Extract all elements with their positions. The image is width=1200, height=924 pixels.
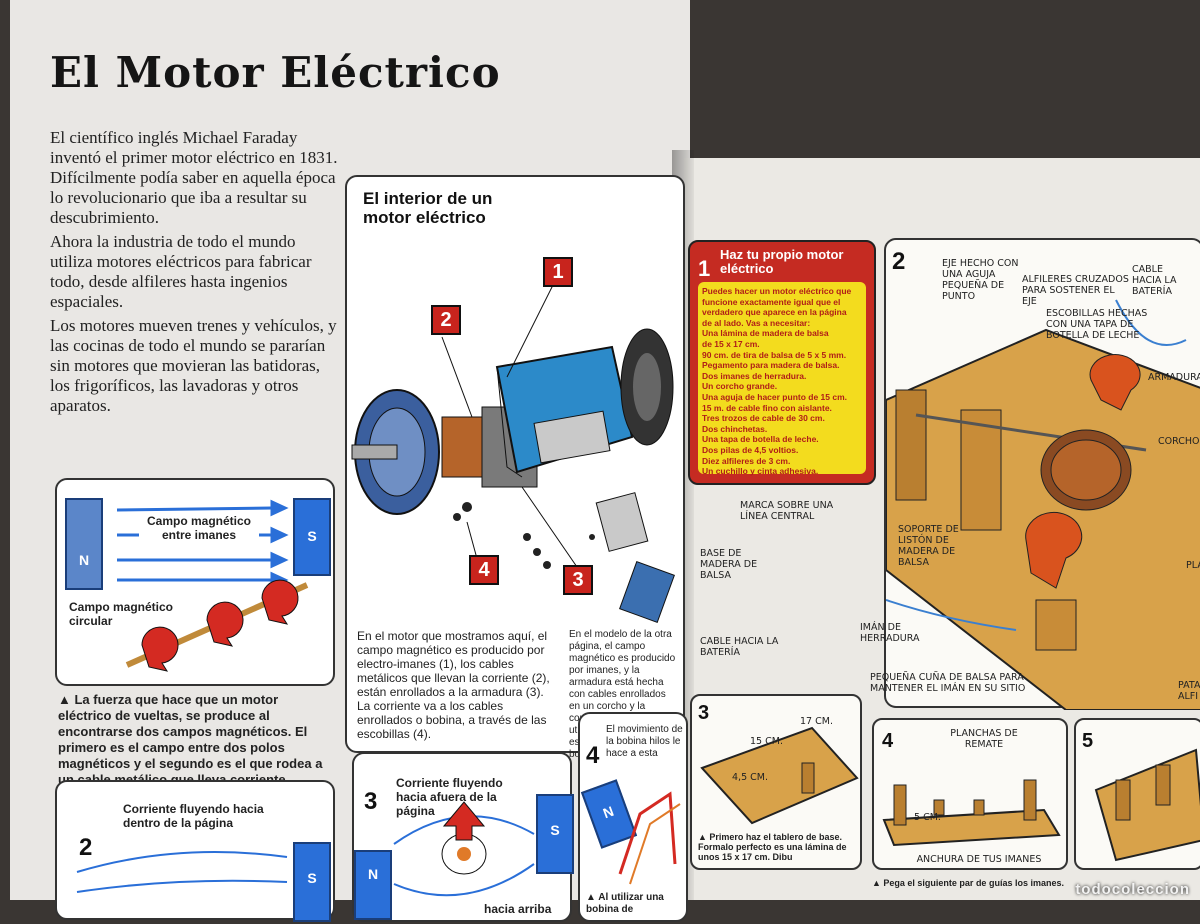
label-pata: Pata alfi	[1178, 680, 1200, 702]
dimension-5: 5 cm.	[914, 812, 941, 823]
step-number: 4	[882, 730, 894, 752]
materials-line: funcione exactamente igual que el	[702, 296, 841, 307]
step-number: 2	[79, 834, 93, 861]
dimension-17: 17 cm.	[800, 716, 833, 727]
callout-2: 2	[431, 305, 461, 335]
intro-paragraph: El científico inglés Michael Faraday inv…	[50, 128, 338, 227]
label-current-out: Corriente fluyendo hacia afuera de la pá…	[396, 776, 503, 818]
panel-coil-movement: 4 El movimiento de la bobina hilos le ha…	[578, 712, 688, 922]
step-3-caption: ▲ Primero haz el tablero de base. Formal…	[698, 832, 847, 862]
magnet-s: S	[293, 842, 331, 922]
step-number: 2	[892, 248, 906, 275]
label-upward: hacia arriba	[484, 902, 552, 916]
magnet-s: S	[536, 794, 574, 874]
intro-text: El científico inglés Michael Faraday inv…	[50, 128, 340, 420]
materials-line: Una lámina de madera de balsa	[702, 328, 829, 339]
materials-line: Dos pilas de 4,5 voltios.	[702, 444, 799, 455]
materials-line: Pegamento para madera de balsa.	[702, 360, 840, 371]
label-circular-field: Campo magnético circular	[69, 600, 174, 628]
materials-title: Haz tu propio motor eléctrico	[720, 247, 844, 276]
materials-line: Puedes hacer un motor eléctrico que	[702, 286, 852, 296]
materials-line: Una tapa de botella de leche.	[702, 434, 819, 445]
label-wedge: Pequeña cuña de balsa para mantener el i…	[870, 672, 1026, 694]
label-crossed-pins: Alfileres cruzados para sostener el eje	[1022, 274, 1129, 307]
step-number: 5	[1082, 730, 1094, 752]
step-number: 3	[698, 702, 710, 724]
panel-current-into-page: 2 Corriente fluyendo hacia dentro de la …	[55, 780, 335, 922]
label-coil-movement: El movimiento de la bobina hilos le hace…	[606, 724, 683, 759]
label-magnet-width: Anchura de tus imanes	[916, 854, 1042, 865]
field-arrows	[116, 499, 309, 672]
step-5-panel: 5	[1074, 718, 1200, 870]
watermark: todocoleccion	[1075, 881, 1190, 898]
label-base: Base de madera de balsa	[700, 548, 758, 581]
step-3-panel: 3 17 cm. 15 cm. 4,5 cm. ▲ Primero haz el…	[690, 694, 862, 870]
coil-caption: ▲ Al utilizar una bobina de	[586, 892, 664, 915]
motor-model-illustration	[886, 299, 1200, 710]
dimension-4-5: 4,5 cm.	[732, 772, 768, 783]
strips-illustration	[882, 779, 1061, 847]
materials-line: Diez alfileres de 3 cm.	[702, 455, 791, 466]
callout-3: 3	[563, 565, 593, 595]
materials-line: Dos imanes de herradura.	[702, 370, 807, 381]
callout-1: 1	[543, 257, 573, 287]
label-plancha: Pla	[1186, 560, 1200, 571]
step-number: 1	[698, 256, 711, 281]
materials-line: de al lado. Vas a necesitar:	[702, 317, 811, 328]
step-5-illustration	[1094, 748, 1200, 862]
diagram-title: El interior de un motor eléctrico	[363, 189, 493, 227]
step-number: 4	[586, 742, 600, 769]
label-magnet: Imán de herradura	[860, 622, 920, 644]
panel-magnetic-field: 1 N S Campo magnético entre imanes Campo…	[55, 478, 335, 686]
page-title: El Motor Eléctrico	[50, 48, 501, 97]
materials-line: Tres trozos de cable de 30 cm.	[702, 413, 825, 424]
label-end-strips: Planchas de remate	[950, 728, 1018, 750]
step-4-panel: 4 Planchas de remate 5 cm. Anchura de tu…	[872, 718, 1068, 870]
materials-box: 1 Haz tu propio motor eléctrico Puedes h…	[688, 240, 876, 485]
magnet-s: S	[293, 498, 331, 576]
label-battery-cable-2: Cable hacia la batería	[700, 636, 779, 658]
label-center-mark: Marca sobre una línea central	[740, 500, 834, 522]
field-lines	[76, 851, 288, 893]
label-field-between-magnets: Campo magnético entre imanes	[139, 514, 259, 542]
label-axle: Eje hecho con una aguja pequeña de punto	[942, 258, 1019, 302]
label-battery-cable: Cable hacia la batería	[1132, 264, 1177, 297]
dimension-15: 15 cm.	[750, 736, 783, 747]
motor-diagram-panel: El interior de un motor eléctrico 1 2 3 …	[345, 175, 685, 760]
step-4-caption: ▲ Pega el siguiente par de guías los ima…	[872, 878, 1064, 888]
diagram-text-main: En el motor que mostramos aquí, el campo…	[357, 629, 550, 741]
coil-illustration	[618, 791, 681, 885]
label-support: Soporte de listón de madera de balsa	[898, 524, 959, 568]
materials-line: de 15 x 17 cm.	[702, 338, 760, 349]
materials-line: Dos chinchetas.	[702, 423, 768, 434]
base-board-illustration	[700, 726, 859, 825]
callout-4: 4	[469, 555, 499, 585]
label-brushes: Escobillas hechas con una tapa de botell…	[1046, 308, 1148, 341]
build-illustration-panel: 2 Eje hecho con una aguja pequeña de pun…	[884, 238, 1200, 710]
materials-line: Un cuchillo y cinta adhesiva.	[702, 466, 819, 477]
step-number: 3	[364, 788, 378, 815]
magnet-n: N	[65, 498, 103, 590]
materials-line: verdadero que aparece en la página	[702, 307, 847, 318]
label-armature: Armadura	[1148, 372, 1200, 383]
intro-paragraph: Ahora la industria de todo el mundo util…	[50, 232, 312, 311]
materials-line: Un corcho grande.	[702, 381, 778, 392]
motor-illustration	[351, 276, 675, 623]
field-with-wire	[393, 801, 535, 897]
intro-paragraph: Los motores mueven trenes y vehículos, y…	[50, 316, 337, 415]
materials-line: 90 cm. de tira de balsa de 5 x 5 mm.	[702, 349, 847, 360]
materials-line: 15 m. de cable fino con aislante.	[702, 402, 832, 413]
label-current-in: Corriente fluyendo hacia dentro de la pá…	[123, 802, 264, 830]
materials-line: Una aguja de hacer punto de 15 cm.	[702, 391, 848, 402]
panel-current-out-of-page: 3 Corriente fluyendo hacia afuera de la …	[352, 752, 574, 922]
label-cork: Corcho	[1158, 436, 1200, 447]
